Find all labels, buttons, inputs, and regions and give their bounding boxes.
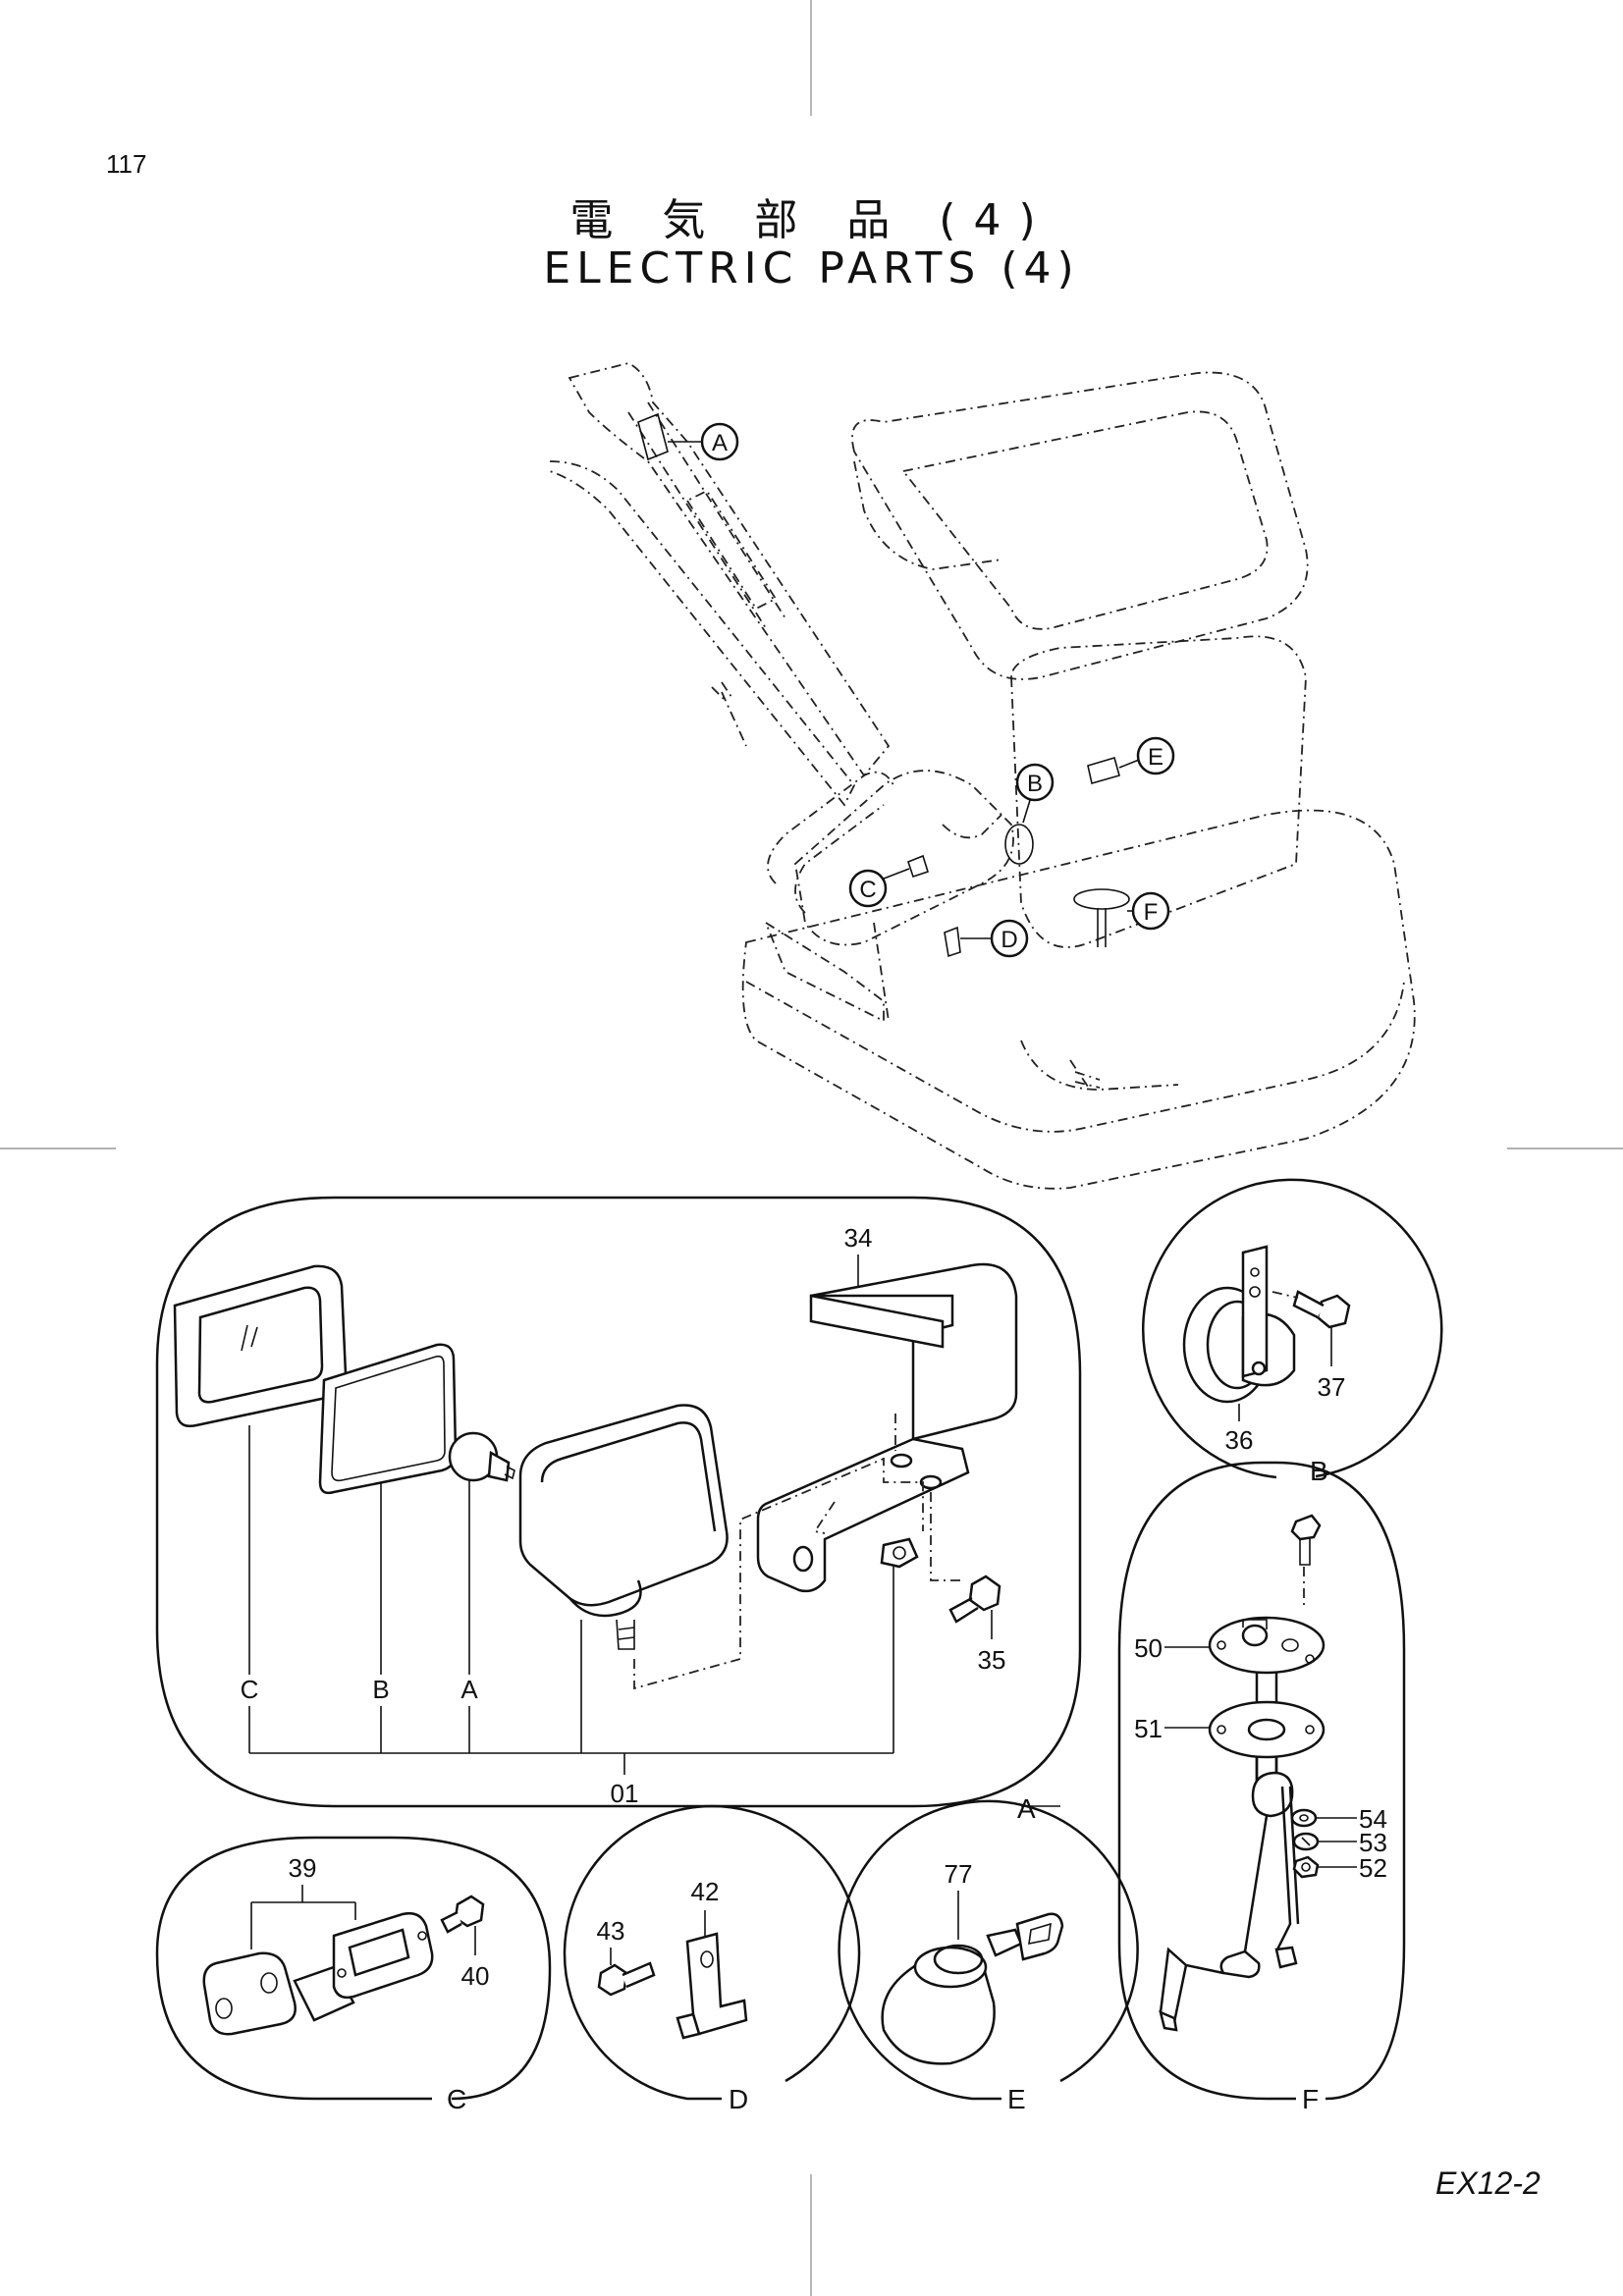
svg-text:F: F — [1144, 899, 1159, 926]
detail-b-label: B — [1310, 1456, 1328, 1486]
svg-text:B: B — [1027, 771, 1043, 797]
model-code: EX12-2 — [1435, 2165, 1541, 2201]
part-40: 40 — [461, 1926, 490, 1991]
svg-text:43: 43 — [597, 1916, 625, 1946]
detail-b-horn: B 36 37 — [1141, 1178, 1443, 1486]
svg-text:C: C — [859, 877, 876, 903]
callout-B: B — [1015, 763, 1055, 824]
detail-f-fuel-sender: F 50 — [1117, 1461, 1406, 2114]
part-77: 77 — [945, 1859, 973, 1940]
svg-text:42: 42 — [691, 1877, 720, 1906]
detail-c-hour-meter: C 39 40 — [155, 1836, 552, 2114]
svg-text:54: 54 — [1359, 1804, 1387, 1834]
page-title-english: ELECTRIC PARTS (4) — [543, 243, 1080, 294]
callout-F: F — [1127, 891, 1170, 931]
detail-c-label: C — [447, 2084, 466, 2114]
page-title-japanese: 電 気 部 品 (4) — [569, 195, 1054, 245]
page-number: 117 — [106, 149, 147, 179]
svg-text:A: A — [712, 430, 728, 456]
branch-C: C — [241, 1675, 259, 1704]
detail-d-label: D — [729, 2084, 748, 2114]
part-43: 43 — [597, 1916, 625, 1965]
detail-a-work-light: A — [155, 1196, 1082, 1824]
detail-d-bracket: D 42 43 — [563, 1804, 861, 2114]
svg-text:39: 39 — [289, 1853, 317, 1883]
detail-a-label: A — [1017, 1793, 1036, 1824]
callout-D: D — [960, 919, 1029, 958]
svg-text:37: 37 — [1318, 1372, 1346, 1402]
branch-B: B — [372, 1675, 389, 1704]
callout-C: C — [848, 868, 910, 908]
part-54: 54 — [1316, 1804, 1387, 1834]
svg-text:34: 34 — [844, 1223, 873, 1253]
detail-f-label: F — [1302, 2084, 1319, 2114]
callout-E: E — [1118, 736, 1175, 775]
part-35: 35 — [978, 1610, 1006, 1675]
detail-e-key-switch: E 77 — [838, 1799, 1139, 2114]
part-53: 53 — [1318, 1828, 1387, 1857]
assembly-number: 01 — [611, 1779, 639, 1808]
callout-A: A — [668, 422, 739, 461]
svg-text:40: 40 — [461, 1961, 490, 1991]
part-52: 52 — [1318, 1853, 1387, 1883]
svg-text:D: D — [1001, 927, 1017, 953]
svg-text:53: 53 — [1359, 1828, 1387, 1857]
detail-e-label: E — [1007, 2084, 1026, 2114]
branch-A: A — [460, 1675, 478, 1704]
part-37: 37 — [1318, 1327, 1346, 1402]
svg-text:36: 36 — [1225, 1425, 1254, 1455]
svg-text:50: 50 — [1134, 1633, 1163, 1663]
part-51: 51 — [1134, 1714, 1210, 1743]
part-39: 39 — [289, 1853, 317, 1883]
svg-text:52: 52 — [1359, 1853, 1387, 1883]
svg-text:51: 51 — [1134, 1714, 1163, 1743]
part-50: 50 — [1134, 1633, 1210, 1663]
machine-overview: A B C D E F — [549, 362, 1416, 1190]
part-34: 34 — [844, 1223, 873, 1286]
svg-text:35: 35 — [978, 1645, 1006, 1675]
assembly-tree: C B A 01 — [241, 1425, 894, 1808]
svg-text:E: E — [1148, 744, 1163, 771]
svg-text:77: 77 — [945, 1859, 973, 1889]
part-36: 36 — [1225, 1404, 1254, 1455]
part-42: 42 — [691, 1877, 720, 1936]
